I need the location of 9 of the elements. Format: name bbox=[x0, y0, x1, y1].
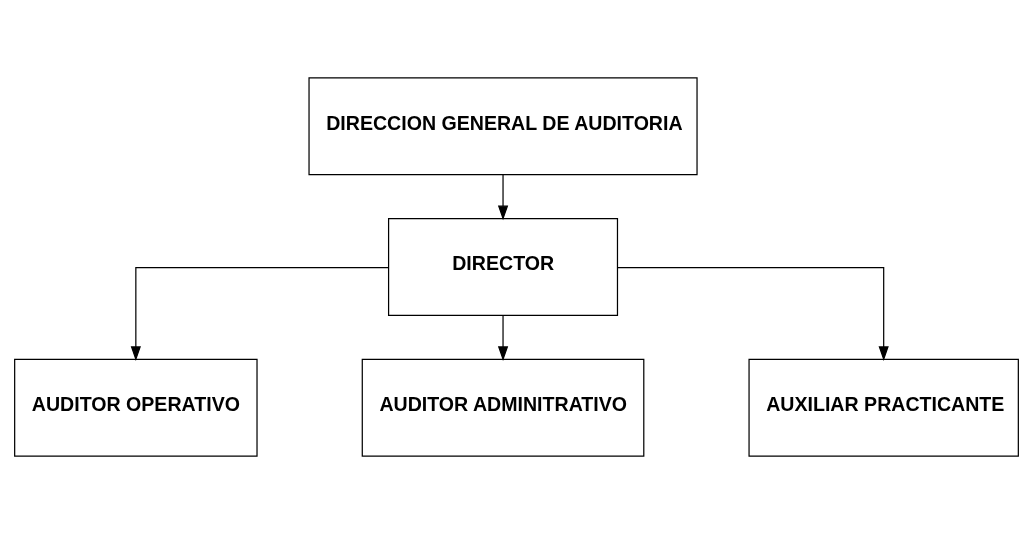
node-box: AUXILIAR PRACTICANTE bbox=[747, 358, 1019, 457]
arrow bbox=[616, 266, 889, 361]
node-box: DIRECCION GENERAL DE AUDITORIA bbox=[307, 76, 698, 175]
arrow bbox=[130, 266, 389, 361]
arrow bbox=[497, 314, 508, 361]
node-box: AUDITOR OPERATIVO bbox=[13, 358, 258, 457]
arrow bbox=[497, 173, 508, 220]
node-box: DIRECTOR bbox=[387, 217, 618, 316]
node-box: AUDITOR ADMINITRATIVO bbox=[361, 358, 644, 457]
